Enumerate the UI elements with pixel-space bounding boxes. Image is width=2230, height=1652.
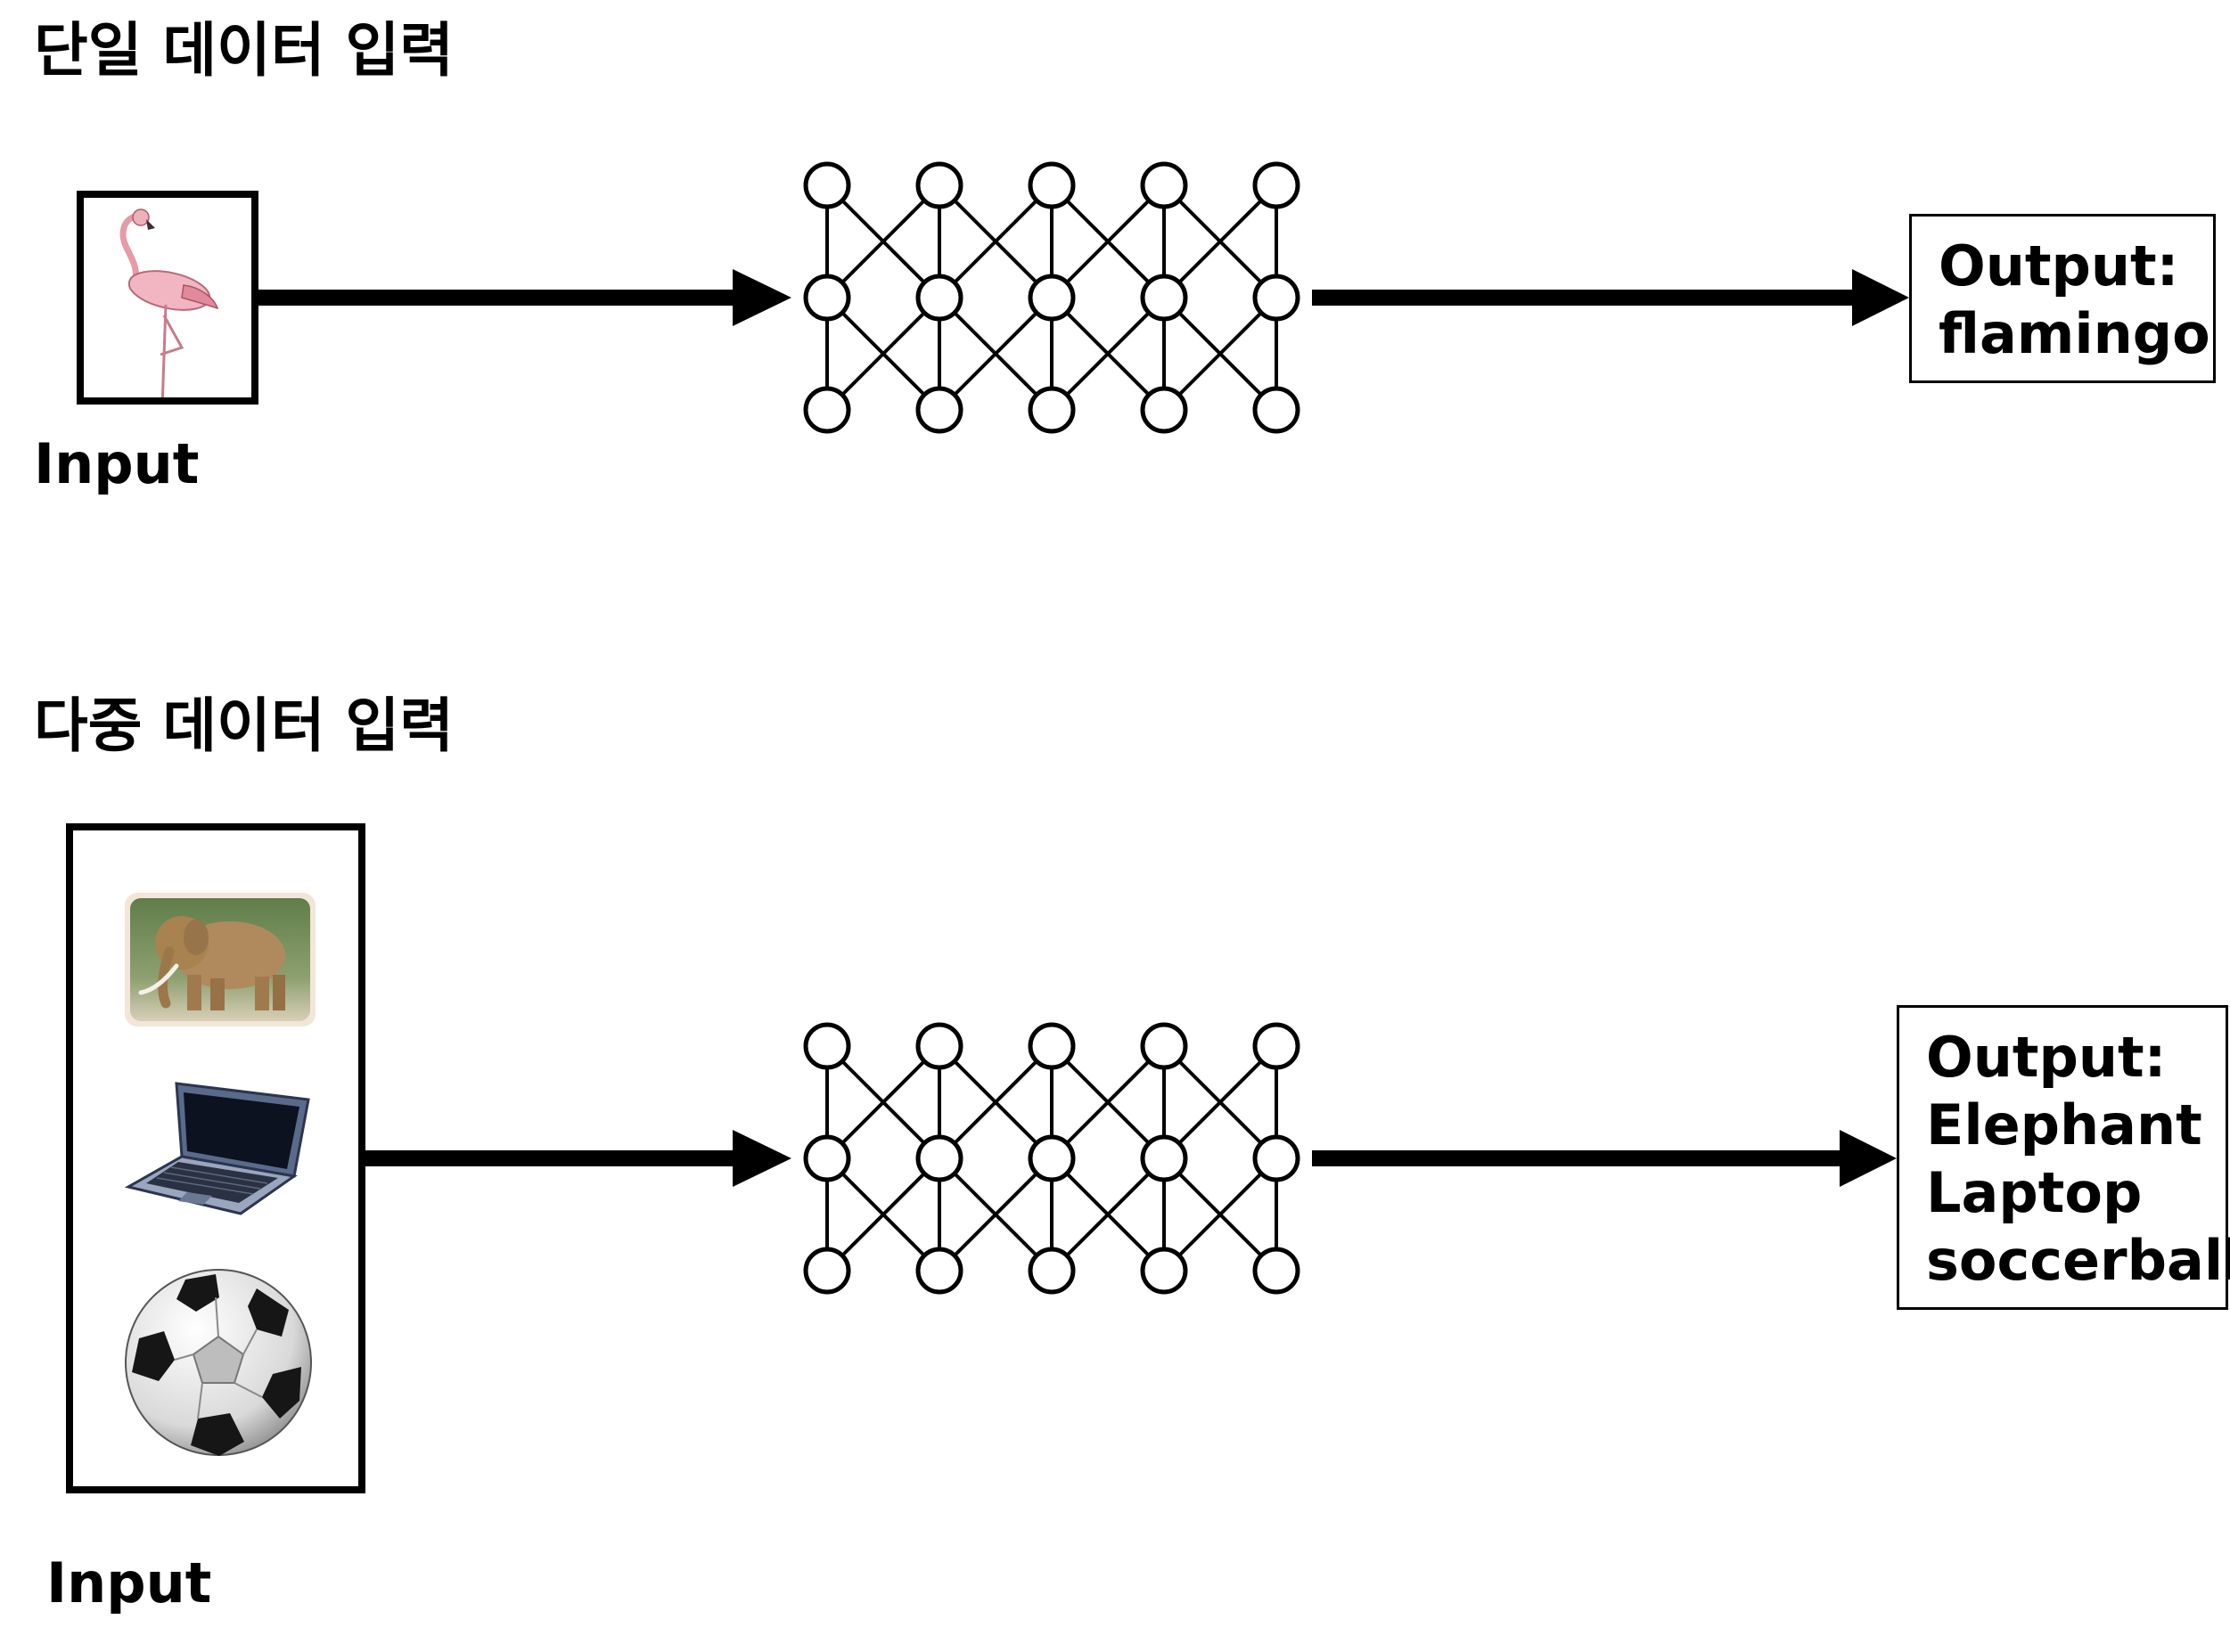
output-line: soccerball [1926, 1228, 2230, 1293]
network-node [803, 1247, 851, 1295]
network-node [1252, 1134, 1300, 1182]
network-node [915, 1022, 963, 1070]
network-node [1252, 1022, 1300, 1070]
multi-input-arrow [365, 1130, 791, 1187]
network-edge [1050, 1044, 1166, 1160]
multi-section-heading: 다중 데이터 입력 [34, 691, 454, 760]
network-node [1252, 386, 1300, 434]
network-edge [825, 184, 941, 299]
single-input-label: Input [34, 431, 200, 496]
network-node [1028, 1022, 1076, 1070]
network-node [1140, 274, 1188, 322]
network-edge [938, 1044, 1054, 1160]
network-node [803, 161, 851, 209]
network-edge [1162, 184, 1278, 299]
elephant-image [125, 893, 316, 1026]
network-node [915, 386, 963, 434]
network-edge [938, 184, 1054, 299]
single-section-heading: 단일 데이터 입력 [34, 16, 454, 85]
network-node [803, 274, 851, 322]
single-neural-network [803, 161, 1300, 434]
network-node [803, 1022, 851, 1070]
network-edge [1162, 1157, 1278, 1272]
network-node [1028, 1134, 1076, 1182]
multi-input-label: Input [46, 1550, 212, 1615]
network-node [1028, 161, 1076, 209]
output-line: flamingo [1939, 301, 2210, 366]
network-node [915, 1134, 963, 1182]
network-edge [1050, 1157, 1166, 1272]
network-edge [825, 1044, 941, 1160]
network-node [1028, 274, 1076, 322]
network-node [1028, 1247, 1076, 1295]
network-node [915, 161, 963, 209]
flamingo-image [119, 209, 219, 397]
multi-output-box: Output: Elephant Laptop soccerball [1897, 1005, 2230, 1310]
soccer-ball-image [125, 1269, 312, 1456]
output-line: Laptop [1926, 1160, 2143, 1225]
single-output-arrow [1312, 269, 1909, 326]
network-node [915, 274, 963, 322]
network-node [1028, 386, 1076, 434]
network-edge [1050, 184, 1166, 299]
network-node [1140, 386, 1188, 434]
network-edge [825, 1157, 941, 1272]
network-node [1252, 1247, 1300, 1295]
network-node [1140, 1022, 1188, 1070]
network-node [1252, 161, 1300, 209]
output-line: Output: [1939, 233, 2179, 299]
single-output-box: Output: flamingo [1909, 214, 2216, 383]
network-node [1140, 1247, 1188, 1295]
network-node [1140, 161, 1188, 209]
network-edge [938, 296, 1054, 412]
single-input-arrow [258, 269, 791, 326]
network-edge [1162, 1044, 1278, 1160]
laptop-image [125, 1082, 310, 1215]
network-edge [938, 1157, 1054, 1272]
network-edge [1162, 296, 1278, 412]
network-node [803, 386, 851, 434]
output-line: Elephant [1926, 1092, 2202, 1157]
multi-input-frame [66, 823, 365, 1493]
network-node [1140, 1134, 1188, 1182]
network-node [803, 1134, 851, 1182]
network-node [915, 1247, 963, 1295]
multi-neural-network [803, 1022, 1300, 1295]
network-edge [825, 296, 941, 412]
network-edge [1050, 296, 1166, 412]
output-line: Output: [1926, 1025, 2167, 1090]
network-node [1252, 274, 1300, 322]
single-input-frame [77, 191, 258, 405]
multi-output-arrow [1312, 1130, 1897, 1187]
